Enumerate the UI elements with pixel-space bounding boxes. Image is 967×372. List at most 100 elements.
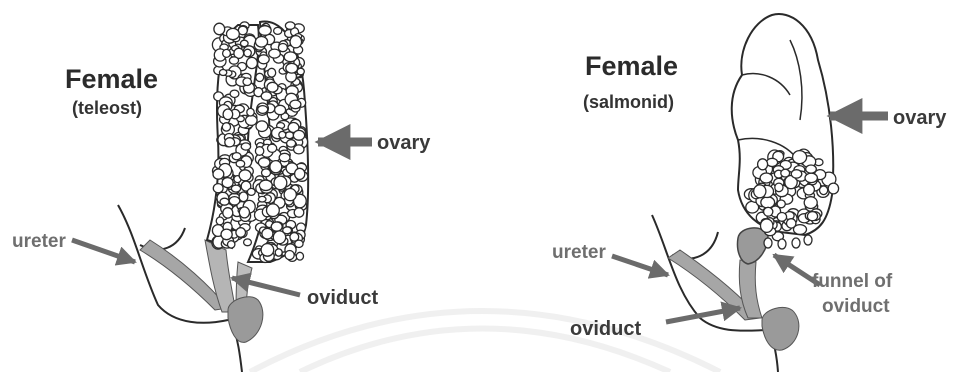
ovary-egg [767, 158, 778, 166]
ovary-egg [269, 49, 281, 58]
ovary-egg [754, 185, 766, 198]
ovary-egg [791, 170, 802, 178]
ovary-egg [223, 208, 233, 218]
ovary-egg [222, 178, 233, 188]
ovary-egg [239, 192, 248, 202]
ovary-egg [293, 130, 304, 140]
ovary-egg [236, 160, 245, 167]
released-egg [778, 239, 786, 249]
ovary-egg [275, 105, 286, 114]
ovary-egg [777, 200, 785, 208]
left-oviduct-label: oviduct [307, 287, 378, 309]
ovary-egg [246, 115, 258, 125]
ovary-egg [214, 23, 225, 35]
ovary-egg [297, 68, 304, 75]
ovary-egg [777, 213, 786, 222]
ovary-egg [294, 145, 304, 154]
ovary-egg [828, 183, 838, 194]
released-egg [764, 238, 772, 248]
ovary-egg [225, 138, 235, 147]
ovary-egg [216, 217, 224, 225]
ovary-egg [246, 57, 257, 68]
ovary-egg [775, 183, 783, 192]
ovary-egg [223, 49, 231, 57]
right-ovary-label: ovary [893, 107, 947, 129]
ovary-egg [222, 123, 230, 131]
ovary-egg [807, 212, 817, 221]
ovary-egg [290, 36, 302, 48]
ovary-egg [284, 189, 296, 201]
ovary-egg [223, 109, 233, 120]
ovary-egg [261, 244, 274, 257]
ovary-egg [239, 170, 251, 181]
released-egg [804, 235, 812, 245]
ovary-egg [275, 249, 282, 256]
ovary-egg [231, 185, 240, 192]
ovary-egg [230, 90, 239, 97]
ovary-egg [761, 219, 773, 232]
right-oviduct-funnel [737, 228, 768, 264]
left-ovary-eggs [212, 22, 308, 263]
left-ovary-label: ovary [377, 132, 431, 154]
right-bladder [762, 307, 799, 350]
ovary-egg [239, 207, 249, 218]
ovary-egg [247, 188, 255, 195]
ovary-egg [284, 52, 297, 62]
ovary-egg [287, 140, 296, 147]
ovary-egg [228, 241, 235, 248]
left-bladder [228, 297, 263, 343]
ovary-egg [268, 144, 277, 152]
ovary-egg [229, 57, 238, 64]
ovary-egg [244, 239, 252, 246]
ovary-egg [227, 28, 240, 39]
ovary-egg [229, 197, 240, 205]
ovary-egg [268, 68, 276, 77]
right-funnel-label-line2: oviduct [822, 296, 890, 317]
ovary-egg [267, 82, 278, 92]
ovary-egg [258, 158, 270, 168]
ovary-egg [758, 159, 768, 170]
ovary-egg [805, 173, 817, 182]
ovary-egg [295, 168, 305, 179]
ovary-egg [760, 173, 772, 183]
right-panel-salmonid: Female (salmonid) ovary ureter oviduct f… [552, 14, 947, 372]
ovary-egg [221, 229, 232, 240]
ovary-egg [262, 228, 273, 239]
left-panel-teleost: Female (teleost) ovary ureter oviduct [12, 22, 431, 372]
ovary-egg [219, 70, 226, 76]
ovary-egg [283, 227, 292, 234]
ovary-egg [285, 251, 294, 260]
ovary-egg [290, 100, 301, 109]
left-title: Female [65, 64, 158, 94]
ovary-egg [261, 92, 272, 101]
ovary-egg [274, 27, 282, 34]
ovary-egg [259, 26, 272, 36]
ovary-egg [255, 147, 263, 156]
ovary-egg [243, 78, 251, 86]
ovary-egg [256, 121, 268, 132]
ovary-egg [258, 196, 266, 202]
ovary-egg [793, 151, 807, 164]
right-ureter-label: ureter [552, 242, 606, 263]
ovary-egg [787, 219, 796, 228]
right-subtitle: (salmonid) [583, 92, 674, 112]
ovary-egg [278, 44, 287, 52]
ovary-egg [258, 106, 268, 114]
right-oviduct-label: oviduct [570, 318, 641, 340]
ovary-egg [804, 184, 815, 195]
ovary-egg [236, 228, 246, 238]
right-title: Female [585, 51, 678, 81]
ovary-egg [804, 197, 817, 209]
ovary-egg [247, 108, 254, 116]
ovary-egg [241, 143, 250, 150]
left-subtitle: (teleost) [72, 98, 142, 118]
ovary-egg [213, 184, 223, 193]
ovary-egg [285, 22, 295, 29]
ovary-egg [267, 204, 280, 217]
ovary-egg [256, 73, 264, 81]
ovary-egg [270, 161, 282, 173]
ovary-egg [274, 176, 287, 190]
ovary-egg [296, 252, 303, 260]
ovary-egg [279, 131, 286, 138]
